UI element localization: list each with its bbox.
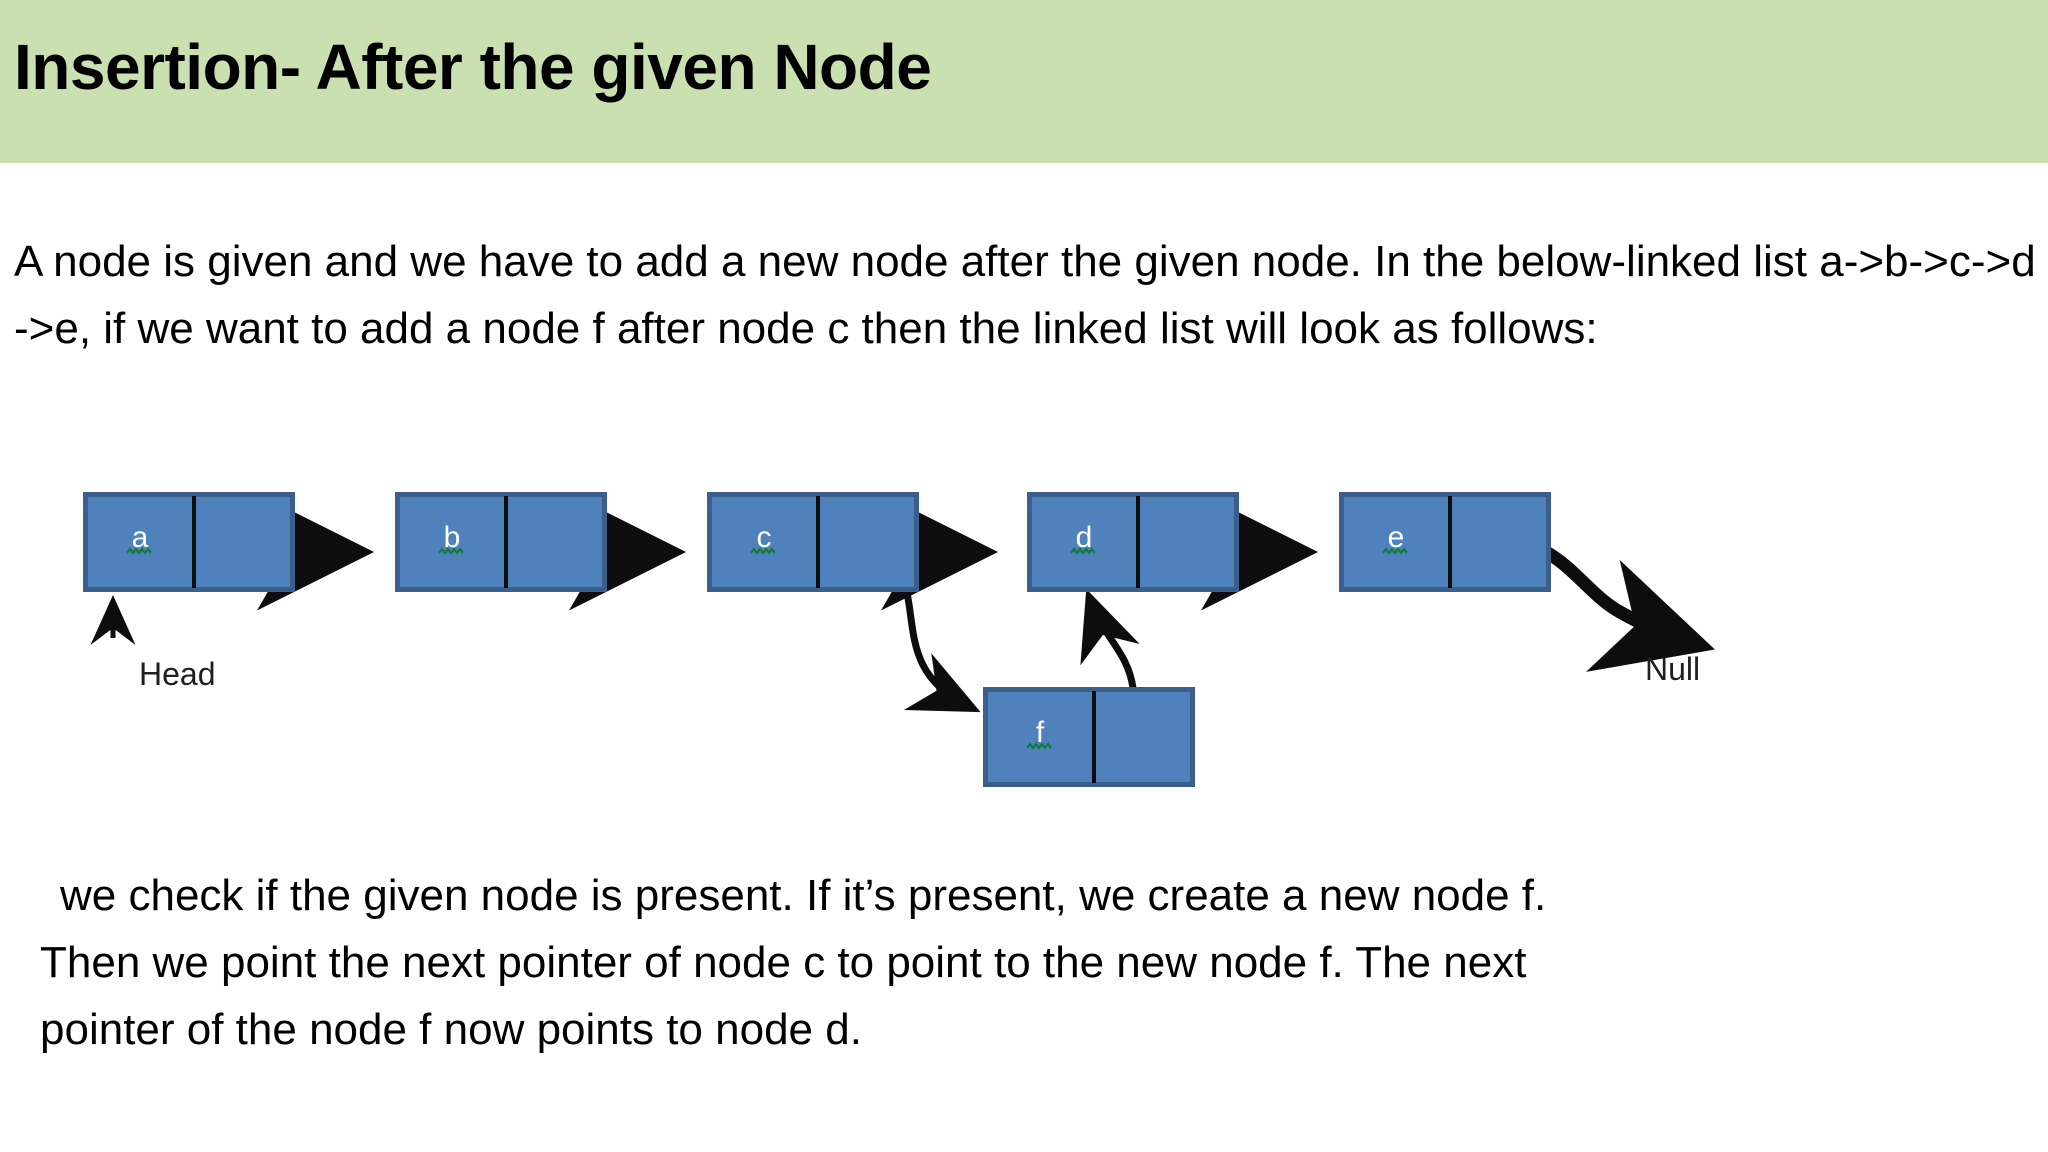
list-node-f-new[interactable]: f [983,687,1195,787]
conclusion-line-1: we check if the given node is present. I… [60,871,1547,920]
spellcheck-squiggle-icon [1027,742,1053,750]
conclusion-line-2: Then we point the next pointer of node c… [40,938,1527,987]
spellcheck-squiggle-icon [127,547,153,555]
conclusion-paragraph: we check if the given node is present. I… [40,862,2042,1063]
node-divider [1092,691,1096,783]
node-label: b [443,521,461,554]
arrow-f-to-d [1080,588,1140,692]
spellcheck-squiggle-icon [1383,547,1409,555]
list-node-a[interactable]: a [83,492,295,592]
arrow-c-to-f [902,584,981,713]
list-node-d[interactable]: d [1027,492,1239,592]
conclusion-line-3: pointer of the node f now points to node… [40,1005,862,1054]
spellcheck-squiggle-icon [1071,547,1097,555]
linked-list-diagram: a b c d [0,440,2048,840]
spellcheck-squiggle-icon [439,547,465,555]
node-divider [1448,496,1452,588]
title-banner: Insertion- After the given Node [0,0,2048,163]
node-divider [816,496,820,588]
list-node-b[interactable]: b [395,492,607,592]
list-node-c[interactable]: c [707,492,919,592]
spellcheck-squiggle-icon [751,547,777,555]
node-divider [192,496,196,588]
node-divider [1136,496,1140,588]
list-node-e[interactable]: e [1339,492,1551,592]
node-label: c [756,521,772,554]
head-label: Head [139,656,216,692]
intro-paragraph: A node is given and we have to add a new… [14,237,2036,353]
null-label: Null [1645,651,1701,687]
node-label: e [1387,521,1405,554]
node-label: a [131,521,149,554]
node-divider [504,496,508,588]
node-label: f [1035,716,1045,749]
page-title: Insertion- After the given Node [14,31,932,103]
node-label: d [1075,521,1093,554]
